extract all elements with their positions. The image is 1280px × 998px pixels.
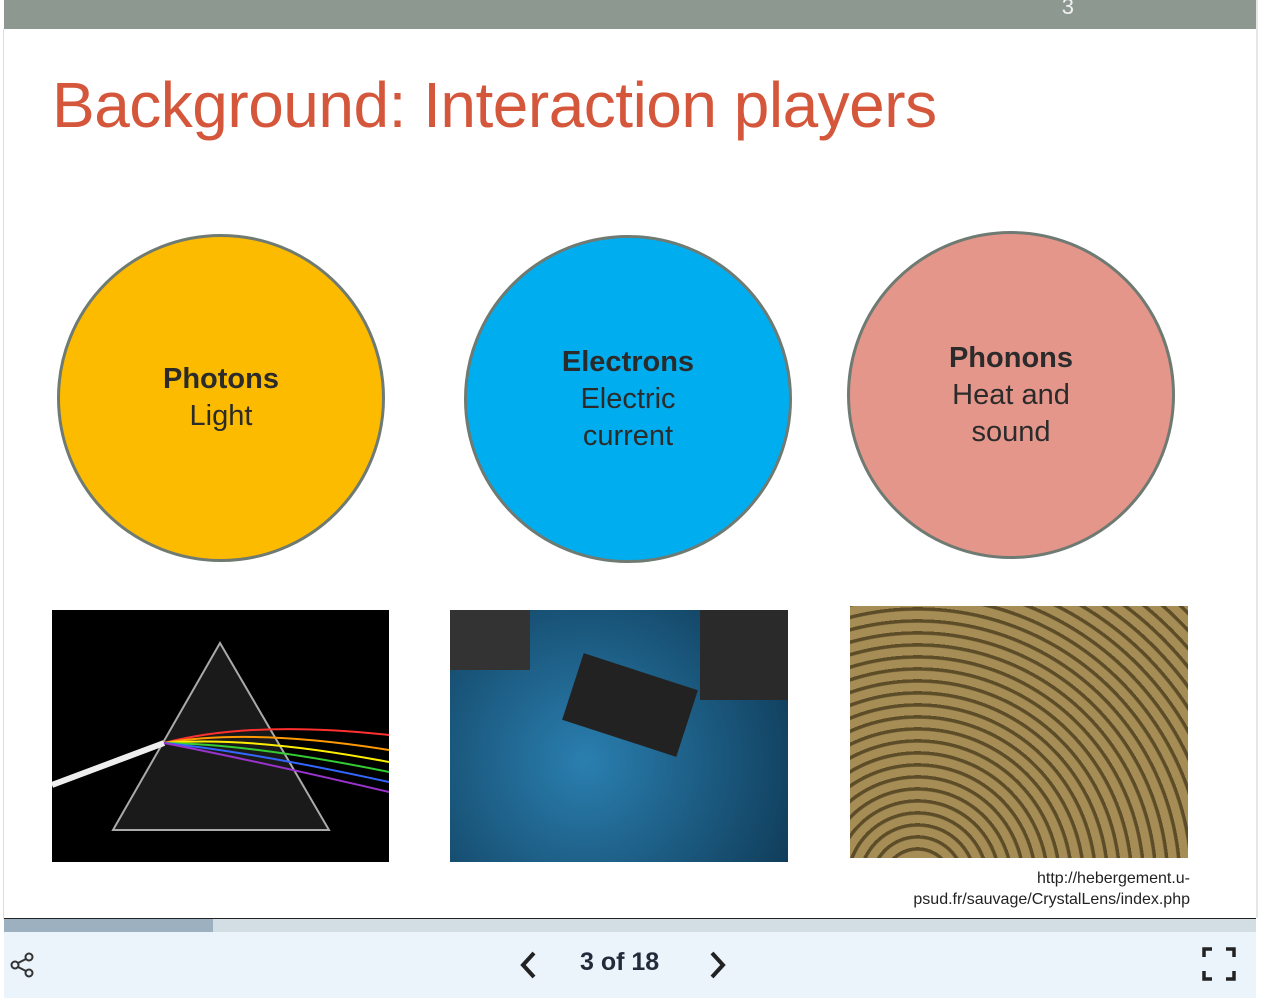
- share-icon[interactable]: [10, 952, 36, 983]
- prism-image: [52, 610, 389, 862]
- circuit-board-image: [450, 610, 788, 862]
- slide-right-edge: [1256, 0, 1258, 918]
- crystal-lattice-image: [850, 606, 1188, 858]
- circle-text: Heat and: [952, 378, 1070, 411]
- circle-text: Light: [189, 400, 253, 432]
- slide-left-edge: [3, 29, 4, 919]
- circle-text: current: [582, 419, 674, 452]
- circle-heading: Phonons: [948, 341, 1074, 374]
- previous-slide-button[interactable]: [518, 950, 540, 985]
- electrons-circle: Electrons Electric current: [464, 235, 792, 563]
- slide-title: Background: Interaction players: [52, 69, 937, 141]
- phonons-circle: Phonons Heat and sound: [847, 231, 1175, 559]
- next-slide-button[interactable]: [706, 950, 728, 985]
- photons-circle: Photons Light: [57, 234, 385, 562]
- circle-heading: Photons: [163, 363, 279, 395]
- progress-fill: [4, 919, 214, 932]
- fullscreen-icon: [1202, 947, 1236, 981]
- slide-progress-bar[interactable]: [4, 918, 1256, 932]
- credit-line: http://hebergement.u-: [1037, 870, 1190, 887]
- credit-line: psud.fr/sauvage/CrystalLens/index.php: [913, 891, 1190, 908]
- circle-heading: Electrons: [561, 345, 695, 378]
- page-indicator: 3 of 18: [580, 948, 660, 976]
- circle-text: Electric: [580, 382, 676, 415]
- image-credit: http://hebergement.u- psud.fr/sauvage/Cr…: [913, 868, 1190, 910]
- slide-number: 3: [1061, 0, 1074, 19]
- circle-text: sound: [971, 415, 1051, 448]
- slide-header-bar: 3: [4, 0, 1256, 29]
- fullscreen-button[interactable]: [1202, 947, 1236, 986]
- viewer-toolbar: [4, 932, 1256, 998]
- chevron-right-icon: [710, 951, 726, 979]
- chevron-left-icon: [520, 951, 536, 979]
